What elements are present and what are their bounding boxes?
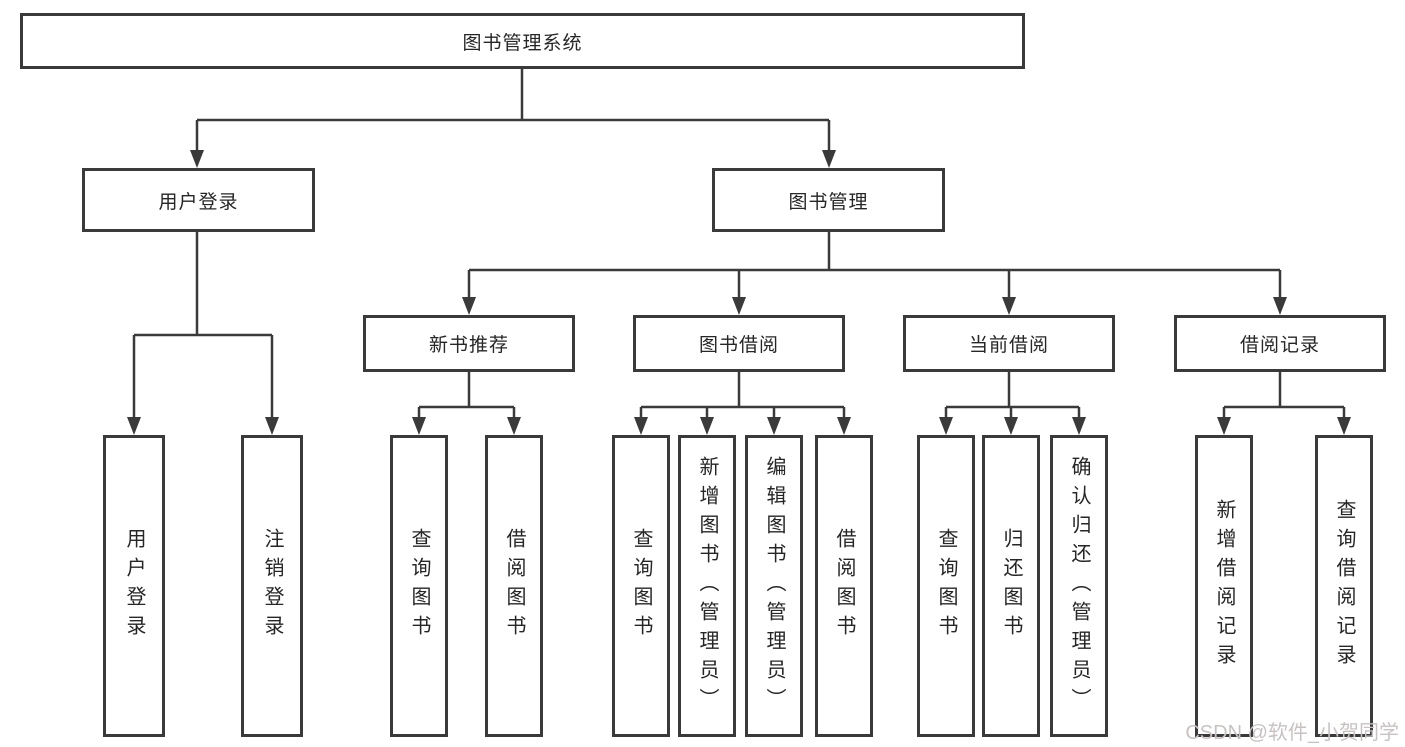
leaf-logout-login: 注销登录 — [241, 435, 303, 737]
leaf-add-borrow-record: 新增借阅记录 — [1195, 435, 1253, 737]
node-book-borrowing: 图书借阅 — [633, 315, 845, 372]
node-book-management-label: 图书管理 — [788, 191, 869, 213]
leaf-query-borrow-record-label: 查询借阅记录 — [1333, 499, 1355, 673]
node-current-borrowing: 当前借阅 — [903, 315, 1115, 372]
node-book-borrowing-label: 图书借阅 — [698, 335, 779, 356]
arrowheads — [127, 150, 1351, 435]
node-current-borrowing-label: 当前借阅 — [968, 335, 1049, 356]
leaf-query-books-1: 查询图书 — [390, 435, 448, 737]
leaf-confirm-return-admin: 确认归还（管理员） — [1050, 435, 1108, 737]
node-book-management: 图书管理 — [712, 168, 945, 232]
leaf-add-books-admin: 新增图书（管理员） — [678, 435, 736, 737]
leaf-add-books-admin-label: 新增图书（管理员） — [696, 455, 718, 717]
leaf-borrow-books-1-label: 借阅图书 — [503, 528, 525, 644]
leaf-add-borrow-record-label: 新增借阅记录 — [1213, 499, 1235, 673]
leaf-query-books-2: 查询图书 — [612, 435, 670, 737]
leaf-logout-login-label: 注销登录 — [261, 528, 283, 644]
leaf-query-books-1-label: 查询图书 — [408, 528, 430, 644]
leaf-borrow-books-1: 借阅图书 — [485, 435, 543, 737]
leaf-edit-books-admin: 编辑图书（管理员） — [745, 435, 803, 737]
node-user-login: 用户登录 — [82, 168, 315, 232]
leaf-return-books: 归还图书 — [982, 435, 1040, 737]
watermark-text: CSDN @软件_小贺同学 — [1185, 722, 1399, 744]
leaf-user-login: 用户登录 — [103, 435, 165, 737]
leaf-query-books-3-label: 查询图书 — [935, 528, 957, 644]
node-new-book-recommendation: 新书推荐 — [363, 315, 575, 372]
leaf-borrow-books-2-label: 借阅图书 — [833, 528, 855, 644]
node-borrowing-records-label: 借阅记录 — [1239, 335, 1320, 356]
leaf-confirm-return-admin-label: 确认归还（管理员） — [1068, 455, 1090, 717]
leaf-query-borrow-record: 查询借阅记录 — [1315, 435, 1373, 737]
leaf-user-login-label: 用户登录 — [123, 528, 145, 644]
node-new-book-recommendation-label: 新书推荐 — [428, 335, 509, 356]
leaf-query-books-3: 查询图书 — [917, 435, 975, 737]
node-borrowing-records: 借阅记录 — [1174, 315, 1386, 372]
node-library-system: 图书管理系统 — [20, 13, 1025, 69]
node-library-system-label: 图书管理系统 — [462, 32, 583, 54]
leaf-borrow-books-2: 借阅图书 — [815, 435, 873, 737]
leaf-query-books-2-label: 查询图书 — [630, 528, 652, 644]
node-user-login-label: 用户登录 — [158, 191, 239, 213]
leaf-return-books-label: 归还图书 — [1000, 528, 1022, 644]
leaf-edit-books-admin-label: 编辑图书（管理员） — [763, 455, 785, 717]
